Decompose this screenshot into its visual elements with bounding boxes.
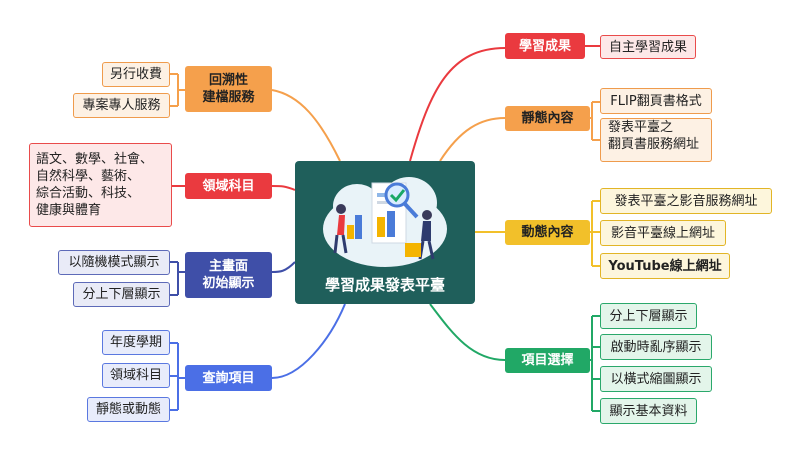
node-query-domain[interactable]: 領域科目 [102, 363, 170, 388]
center-node: 學習成果發表平臺 [295, 161, 475, 304]
branch-label: 主畫面 [208, 259, 248, 274]
node-academic-year[interactable]: 年度學期 [102, 330, 170, 355]
node-label: 發表平臺之 [608, 120, 674, 135]
node-label: 自主學習成果 [608, 39, 687, 55]
node-basic-info[interactable]: 顯示基本資料 [600, 398, 697, 424]
node-home-layered-display[interactable]: 分上下層顯示 [73, 282, 170, 307]
node-label: 自然科學、藝術、 [36, 169, 141, 184]
node-flipbook-url[interactable]: 發表平臺之 翻頁書服務網址 [600, 118, 712, 162]
node-label: 發表平臺之影音服務網址 [614, 193, 758, 209]
node-label: 綜合活動、科技、 [36, 186, 141, 201]
branch-home-initial-display[interactable]: 主畫面 初始顯示 [185, 252, 272, 298]
node-label: 另行收費 [109, 67, 162, 82]
node-label: 分上下層顯示 [609, 308, 688, 324]
node-random-mode[interactable]: 以隨機模式顯示 [58, 250, 170, 275]
node-label: 以隨機模式顯示 [68, 255, 160, 270]
node-label: 啟動時亂序顯示 [610, 339, 702, 355]
branch-query-items[interactable]: 查詢項目 [185, 365, 272, 391]
node-random-order[interactable]: 啟動時亂序顯示 [600, 334, 712, 360]
branch-retroactive-archiving[interactable]: 回溯性 建檔服務 [185, 66, 272, 112]
branch-item-selection[interactable]: 項目選擇 [505, 348, 590, 373]
node-video-service-url[interactable]: 發表平臺之影音服務網址 [600, 188, 772, 214]
node-thumbnail-display[interactable]: 以橫式縮圖顯示 [600, 366, 712, 392]
branch-learning-results[interactable]: 學習成果 [505, 33, 585, 59]
node-flip-format[interactable]: FLIP翻頁書格式 [600, 88, 712, 114]
node-label: 語文、數學、社會、 [36, 152, 154, 167]
center-title: 學習成果發表平臺 [324, 276, 445, 294]
branch-label: 項目選擇 [521, 353, 574, 368]
node-label: 專案專人服務 [82, 98, 161, 113]
node-layered-display[interactable]: 分上下層顯示 [600, 303, 697, 329]
branch-label: 建檔服務 [202, 90, 255, 105]
node-youtube-url[interactable]: YouTube線上網址 [600, 253, 730, 279]
node-label: YouTube線上網址 [608, 258, 722, 274]
branch-label: 領域科目 [202, 178, 255, 194]
branch-static-content[interactable]: 靜態內容 [505, 106, 590, 131]
node-domain-list[interactable]: 語文、數學、社會、 自然科學、藝術、 綜合活動、科技、 健康與體育 [29, 143, 172, 227]
branch-label: 靜態內容 [521, 111, 574, 126]
node-self-learning-results[interactable]: 自主學習成果 [600, 35, 696, 59]
node-label: 顯示基本資料 [609, 403, 688, 419]
branch-label: 初始顯示 [202, 276, 255, 291]
branch-dynamic-content[interactable]: 動態內容 [505, 220, 590, 245]
node-label: 健康與體育 [36, 203, 102, 218]
branch-subject-domains[interactable]: 領域科目 [185, 173, 272, 199]
node-extra-charge[interactable]: 另行收費 [102, 62, 170, 87]
branch-label: 查詢項目 [202, 370, 255, 386]
node-label: 年度學期 [109, 335, 162, 350]
node-label: FLIP翻頁書格式 [610, 93, 702, 109]
node-label: 影音平臺線上網址 [610, 225, 715, 241]
presentation-illustration-icon [323, 177, 447, 267]
branch-label: 回溯性 [208, 73, 248, 88]
node-label: 翻頁書服務網址 [608, 137, 700, 152]
node-label: 靜態或動態 [95, 402, 161, 417]
node-label: 領域科目 [109, 368, 162, 383]
branch-label: 動態內容 [521, 225, 574, 240]
branch-label: 學習成果 [518, 38, 571, 54]
node-static-or-dynamic[interactable]: 靜態或動態 [87, 397, 170, 422]
node-label: 分上下層顯示 [82, 287, 161, 302]
node-dedicated-service[interactable]: 專案專人服務 [73, 93, 170, 118]
node-label: 以橫式縮圖顯示 [610, 371, 702, 387]
node-video-online-url[interactable]: 影音平臺線上網址 [600, 220, 726, 246]
